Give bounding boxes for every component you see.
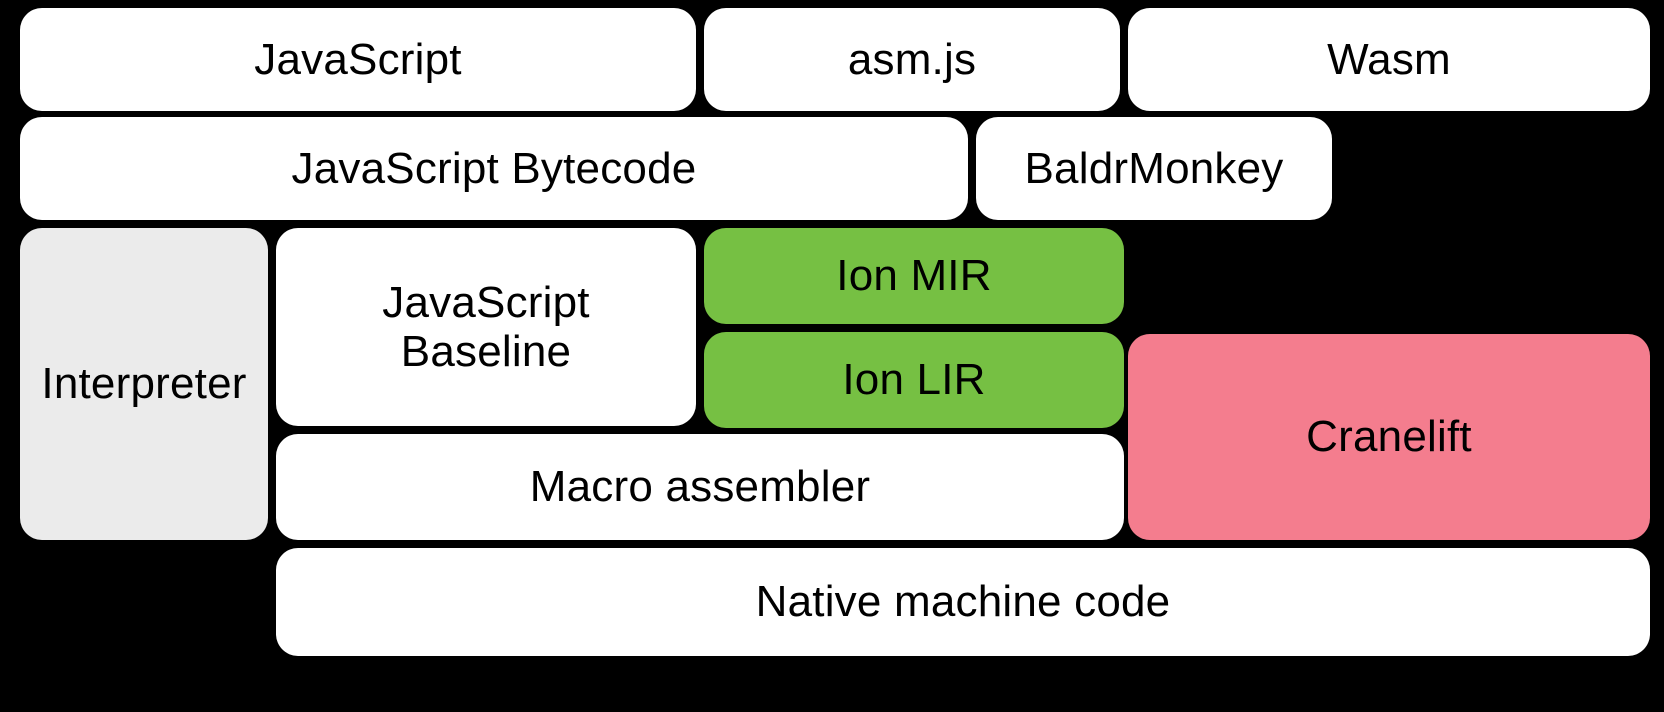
node-macro-assembler[interactable]: Macro assembler [276,434,1124,540]
node-javascript-bytecode[interactable]: JavaScript Bytecode [20,117,968,220]
node-wasm[interactable]: Wasm [1128,8,1650,111]
node-asm-js[interactable]: asm.js [704,8,1120,111]
node-label: JavaScript Baseline [382,277,590,376]
node-baldrmonkey[interactable]: BaldrMonkey [976,117,1332,220]
node-label: Macro assembler [529,462,871,512]
node-label: JavaScript [254,34,462,84]
node-label: BaldrMonkey [1024,143,1284,193]
node-ion-lir[interactable]: Ion LIR [704,332,1124,428]
node-label: Interpreter [41,359,247,409]
node-javascript-baseline[interactable]: JavaScript Baseline [276,228,696,426]
node-interpreter[interactable]: Interpreter [20,228,268,540]
node-label: Cranelift [1306,412,1472,462]
node-label: asm.js [847,34,977,84]
node-label: Native machine code [755,577,1171,627]
node-javascript[interactable]: JavaScript [20,8,696,111]
node-native-machine-code[interactable]: Native machine code [276,548,1650,656]
node-label: Wasm [1327,34,1451,84]
node-label: JavaScript Bytecode [291,143,697,193]
node-cranelift[interactable]: Cranelift [1128,334,1650,540]
node-ion-mir[interactable]: Ion MIR [704,228,1124,324]
node-label: Ion MIR [836,251,992,301]
node-label: Ion LIR [842,355,986,405]
